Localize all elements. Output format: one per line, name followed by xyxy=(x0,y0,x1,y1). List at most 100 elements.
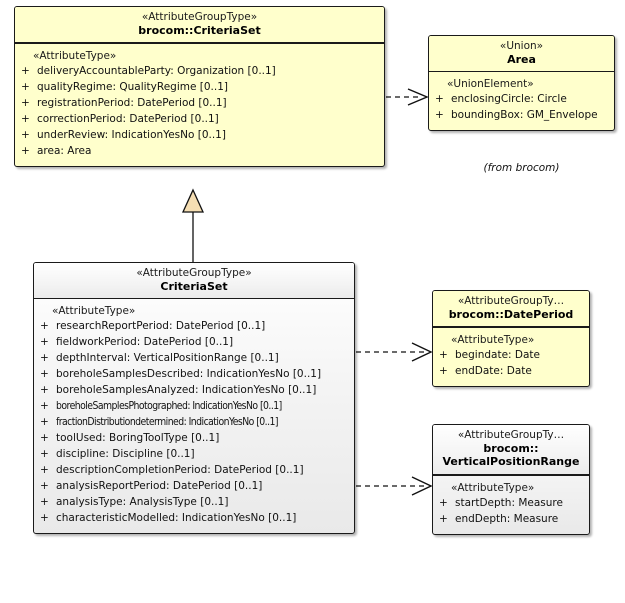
class-name: brocom::DatePeriod xyxy=(448,307,574,321)
attribute-row: + fieldworkPeriod: DatePeriod [0..1] xyxy=(40,335,349,351)
class-name-line1: brocom:: xyxy=(483,441,539,455)
attribute-row: + discipline: Discipline [0..1] xyxy=(40,447,349,463)
attribute-row: + fractionDistributiondetermined: Indica… xyxy=(40,415,349,431)
attribute-row: + researchReportPeriod: DatePeriod [0..1… xyxy=(40,319,349,335)
attribute-visibility: + xyxy=(21,65,30,78)
attribute-signature: analysisReportPeriod: DatePeriod [0..1] xyxy=(56,479,263,492)
attribute-row: + characteristicModelled: IndicationYesN… xyxy=(40,511,349,527)
class-header: «AttributeGroupType» brocom::CriteriaSet xyxy=(15,7,384,45)
attribute-visibility: + xyxy=(435,109,444,122)
attribute-row: + descriptionCompletionPeriod: DatePerio… xyxy=(40,463,349,479)
attribute-visibility: + xyxy=(21,81,30,94)
compartment-stereotype: «AttributeType» xyxy=(52,305,136,318)
attribute-signature: enclosingCircle: Circle xyxy=(451,93,567,106)
attribute-signature: analysisType: AnalysisType [0..1] xyxy=(56,495,229,508)
attribute-signature: boundingBox: GM_Envelope xyxy=(451,109,598,122)
attribute-compartment: «AttributeType» + researchReportPeriod: … xyxy=(34,299,354,532)
attribute-visibility: + xyxy=(40,447,49,460)
attribute-row: + boreholeSamplesPhotographed: Indicatio… xyxy=(40,399,349,415)
class-header: «AttributeGroupTy… brocom:: VerticalPosi… xyxy=(433,425,589,476)
compartment-stereotype: «UnionElement» xyxy=(447,78,534,91)
attribute-visibility: + xyxy=(40,352,49,365)
class-name: Area xyxy=(507,52,536,66)
class-criteriaset[interactable]: «AttributeGroupType» CriteriaSet «Attrib… xyxy=(33,262,355,534)
attribute-signature: researchReportPeriod: DatePeriod [0..1] xyxy=(56,320,266,333)
compartment-stereotype: «AttributeType» xyxy=(451,481,535,494)
attribute-row: + analysisReportPeriod: DatePeriod [0..1… xyxy=(40,479,349,495)
attribute-row: + boundingBox: GM_Envelope xyxy=(435,108,609,124)
compartment-stereotype: «AttributeType» xyxy=(33,50,117,63)
class-name: brocom::CriteriaSet xyxy=(138,23,261,37)
class-header: «Union» Area xyxy=(429,36,614,73)
attribute-signature: discipline: Discipline [0..1] xyxy=(56,447,195,460)
attribute-signature: endDate: Date xyxy=(455,365,532,378)
attribute-visibility: + xyxy=(40,368,49,381)
attribute-row: + toolUsed: BoringToolType [0..1] xyxy=(40,431,349,447)
attribute-visibility: + xyxy=(40,479,49,492)
attribute-signature: underReview: IndicationYesNo [0..1] xyxy=(37,129,226,142)
class-stereotype: «AttributeGroupTy… xyxy=(457,295,565,307)
attribute-signature: correctionPeriod: DatePeriod [0..1] xyxy=(37,113,219,126)
attribute-signature: toolUsed: BoringToolType [0..1] xyxy=(56,431,220,444)
class-brocom-criteriaset[interactable]: «AttributeGroupType» brocom::CriteriaSet… xyxy=(14,6,385,167)
attribute-row: + registrationPeriod: DatePeriod [0..1] xyxy=(21,96,379,112)
class-brocom-verticalpositionrange[interactable]: «AttributeGroupTy… brocom:: VerticalPosi… xyxy=(432,424,590,535)
class-name-line2: VerticalPositionRange xyxy=(442,455,580,469)
class-area[interactable]: «Union» Area «UnionElement» + enclosingC… xyxy=(428,35,615,132)
attribute-row: + underReview: IndicationYesNo [0..1] xyxy=(21,128,379,144)
class-name: CriteriaSet xyxy=(160,279,228,293)
class-brocom-dateperiod[interactable]: «AttributeGroupTy… brocom::DatePeriod «A… xyxy=(432,290,590,388)
attribute-signature: boreholeSamplesPhotographed: IndicationY… xyxy=(56,399,282,412)
attribute-visibility: + xyxy=(439,496,448,509)
attribute-compartment: «AttributeType» + startDepth: Measure + … xyxy=(433,476,589,534)
attribute-visibility: + xyxy=(40,399,49,412)
attribute-signature: deliveryAccountableParty: Organization [… xyxy=(37,65,276,78)
attribute-row: + analysisType: AnalysisType [0..1] xyxy=(40,495,349,511)
class-stereotype: «AttributeGroupTy… xyxy=(457,429,565,441)
attribute-row: + boreholeSamplesDescribed: IndicationYe… xyxy=(40,367,349,383)
attribute-visibility: + xyxy=(40,320,49,333)
attribute-row: + deliveryAccountableParty: Organization… xyxy=(21,64,379,80)
attribute-visibility: + xyxy=(40,511,49,524)
attribute-visibility: + xyxy=(21,97,30,110)
attribute-visibility: + xyxy=(439,365,448,378)
attribute-visibility: + xyxy=(40,463,49,476)
class-stereotype: «AttributeGroupType» xyxy=(136,267,252,279)
generalization-criteriaset-to-brocom-criteriaset xyxy=(181,188,205,262)
class-stereotype: «Union» xyxy=(499,40,544,52)
attribute-compartment: «AttributeType» + begindate: Date + endD… xyxy=(433,328,589,386)
attribute-compartment: «UnionElement» + enclosingCircle: Circle… xyxy=(429,72,614,130)
attribute-signature: startDepth: Measure xyxy=(455,496,563,509)
attribute-visibility: + xyxy=(435,93,444,106)
attribute-row: + startDepth: Measure xyxy=(439,496,584,512)
attribute-visibility: + xyxy=(439,512,448,525)
attribute-signature: characteristicModelled: IndicationYesNo … xyxy=(56,511,297,524)
attribute-signature: area: Area xyxy=(37,144,92,157)
attribute-row: + area: Area xyxy=(21,144,379,160)
attribute-visibility: + xyxy=(439,349,448,362)
attribute-visibility: + xyxy=(40,336,49,349)
attribute-visibility: + xyxy=(40,384,49,397)
attribute-row: + endDate: Date xyxy=(439,364,584,380)
dependency-criteriaset-to-verticalpositionrange xyxy=(356,476,433,496)
attribute-signature: depthInterval: VerticalPositionRange [0.… xyxy=(56,352,279,365)
attribute-signature: endDepth: Measure xyxy=(455,512,559,525)
attribute-visibility: + xyxy=(40,495,49,508)
attribute-row: + boreholeSamplesAnalyzed: IndicationYes… xyxy=(40,383,349,399)
attribute-compartment: «AttributeType» + deliveryAccountablePar… xyxy=(15,44,384,166)
attribute-row: + begindate: Date xyxy=(439,348,584,364)
attribute-row: + endDepth: Measure xyxy=(439,512,584,528)
attribute-signature: fieldworkPeriod: DatePeriod [0..1] xyxy=(56,336,234,349)
dependency-criteriaset-to-dateperiod xyxy=(356,342,433,362)
class-header: «AttributeGroupType» CriteriaSet xyxy=(34,263,354,300)
attribute-signature: fractionDistributiondetermined: Indicati… xyxy=(56,415,279,428)
attribute-signature: boreholeSamplesDescribed: IndicationYesN… xyxy=(56,368,322,381)
compartment-stereotype: «AttributeType» xyxy=(451,334,535,347)
attribute-visibility: + xyxy=(21,144,30,157)
attribute-row: + enclosingCircle: Circle xyxy=(435,92,609,108)
attribute-row: + qualityRegime: QualityRegime [0..1] xyxy=(21,80,379,96)
attribute-signature: registrationPeriod: DatePeriod [0..1] xyxy=(37,97,227,110)
package-note-from-brocom: (from brocom) xyxy=(483,162,560,174)
class-stereotype: «AttributeGroupType» xyxy=(141,11,258,23)
attribute-signature: boreholeSamplesAnalyzed: IndicationYesNo… xyxy=(56,384,317,397)
